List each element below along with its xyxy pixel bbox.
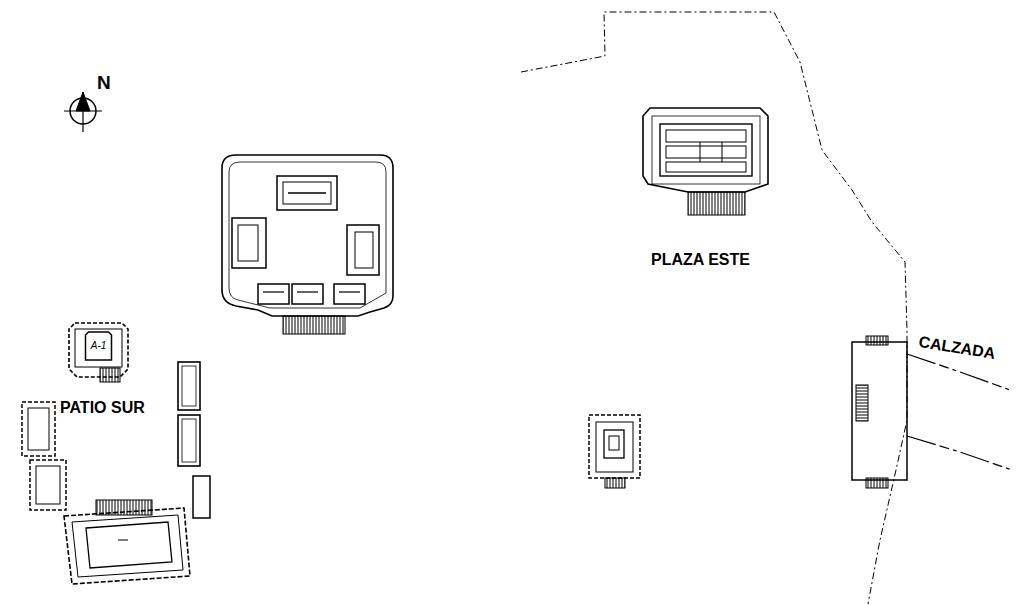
inner-room [86,332,112,360]
small-structure-part [604,430,624,458]
area-name: PLAZA ESTE [651,252,750,268]
small-structure [589,415,640,488]
south-patio-structures-part [178,362,200,410]
gate-structure-part [852,342,907,480]
small-structure-part [605,478,625,488]
east-plaza-structure [643,108,768,215]
south-patio-structures-part [178,415,200,466]
main-platform-part [292,284,323,304]
east-plaza-structure-part [666,162,746,172]
south-patio-structures-part [96,500,152,515]
south-patio-structures-part [100,368,120,382]
main-platform-part [283,316,345,334]
main-platform-part [283,182,331,204]
causeway-edge-part [907,436,1012,470]
main-platform-part [222,155,393,316]
causeway-edge [907,354,1012,470]
area-name: PATIO SUR [60,400,145,416]
small-structure-part [596,422,633,472]
south-patio-structures-part [36,466,60,504]
feature-name: CALZADA [917,334,996,362]
main-platform-part [263,291,284,292]
south-patio-structures-part [86,522,172,568]
main-platform-part [334,284,365,304]
north-arrow [64,92,102,132]
structure-lines [69,323,128,377]
main-platform-part [232,218,266,268]
structure-number: A-1 [91,341,107,351]
south-patio-structures-part [22,402,55,456]
gate-structure [852,336,907,488]
main-platform-part [339,291,360,292]
gate-structure-part [866,336,888,345]
north-arrow-part [76,92,90,111]
south-patio-structures-part [64,508,190,584]
small-structure-part [609,436,619,450]
north-letter: N [97,73,111,92]
east-plaza-structure-part [660,124,752,176]
east-plaza-structure-part [666,146,746,158]
east-plaza-structure-part [722,142,723,162]
small-structure-part [589,415,640,478]
main-platform-part [238,225,258,261]
outer-wall [69,323,128,377]
main-platform-part [297,291,318,292]
main-platform [222,155,393,334]
terrace [75,329,122,367]
gate-structure-part [866,478,888,488]
east-plaza-structure-part [700,142,701,162]
east-plaza-structure-part [652,116,760,184]
main-platform-part [347,225,379,275]
south-patio-structures [22,362,210,584]
main-platform-part [229,162,386,308]
main-platform-part [288,192,326,194]
south-patio-structures-part [182,419,196,462]
south-patio-structures-part [193,476,210,518]
south-patio-structures-part [118,540,128,541]
gate-structure-part [856,385,868,421]
south-patio-structures-part [72,515,183,577]
causeway-edge-part [907,354,1010,390]
east-plaza-structure-part [643,108,768,192]
south-patio-structures-part [30,460,66,510]
east-plaza-structure-part [666,130,746,142]
east-plaza-structure-part [688,192,745,215]
south-patio-structures-part [28,408,49,450]
text-holder: A-1 [67,321,130,371]
south-patio-structures-part [182,366,196,406]
site-boundary-part [521,12,907,604]
structure-outline: A-1 [67,321,130,379]
main-platform-part [355,232,373,268]
main-platform-part [277,176,337,210]
main-platform-part [258,284,289,304]
site-boundary [521,12,907,604]
